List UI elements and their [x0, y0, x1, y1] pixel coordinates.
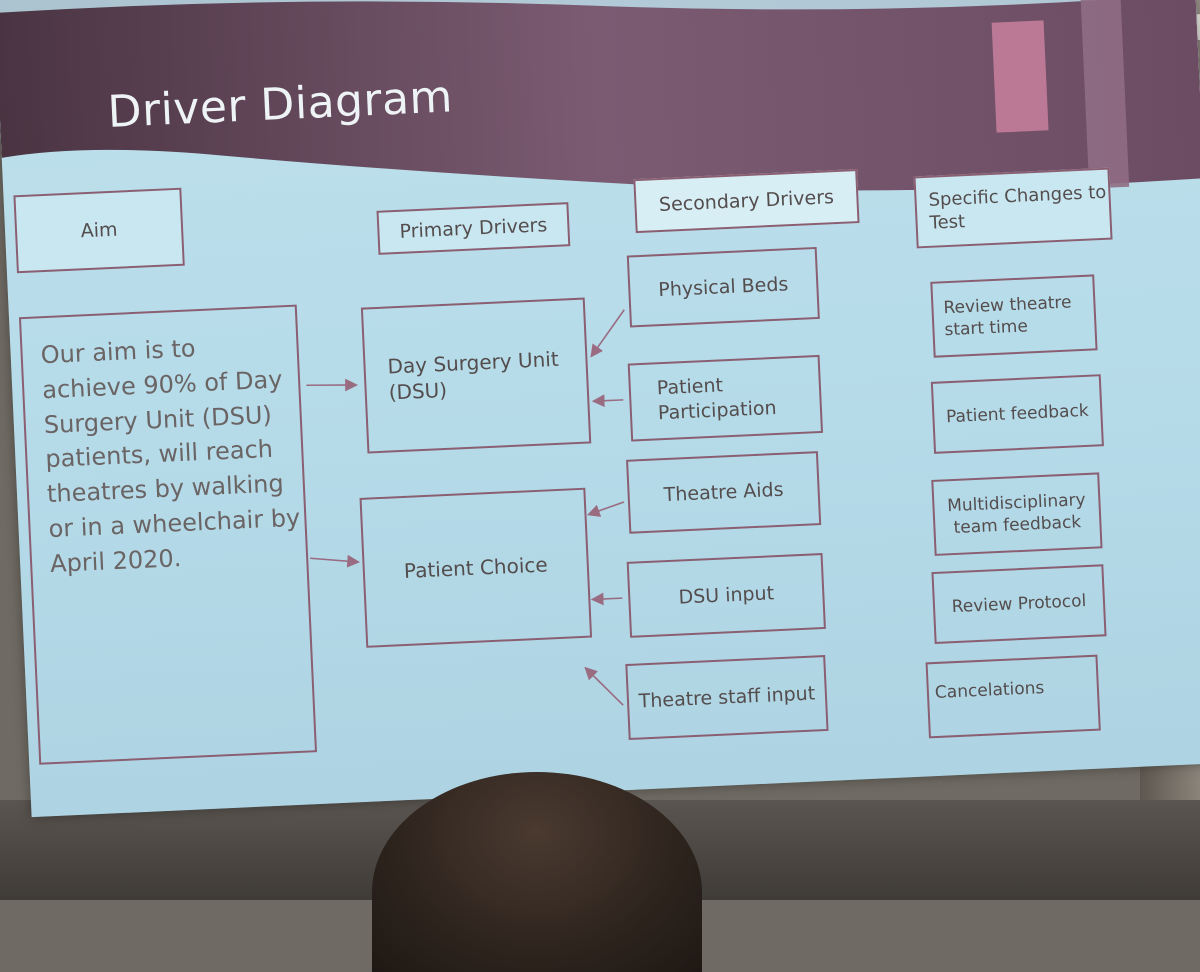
arrow-dsu-input-to-choice [590, 592, 623, 606]
arrow-participation-to-dsu [591, 394, 624, 408]
presentation-slide: Driver Diagram Aim Primary Drivers Secon… [0, 0, 1200, 818]
arrow-aim-to-choice [310, 554, 361, 568]
arrow-aim-to-dsu [306, 378, 358, 392]
connector-arrows [306, 309, 625, 706]
arrow-beds-to-dsu [590, 309, 625, 358]
slide-header-band [0, 0, 1200, 191]
arrow-staff-to-choice [584, 666, 624, 706]
arrow-aids-to-choice [586, 501, 625, 517]
